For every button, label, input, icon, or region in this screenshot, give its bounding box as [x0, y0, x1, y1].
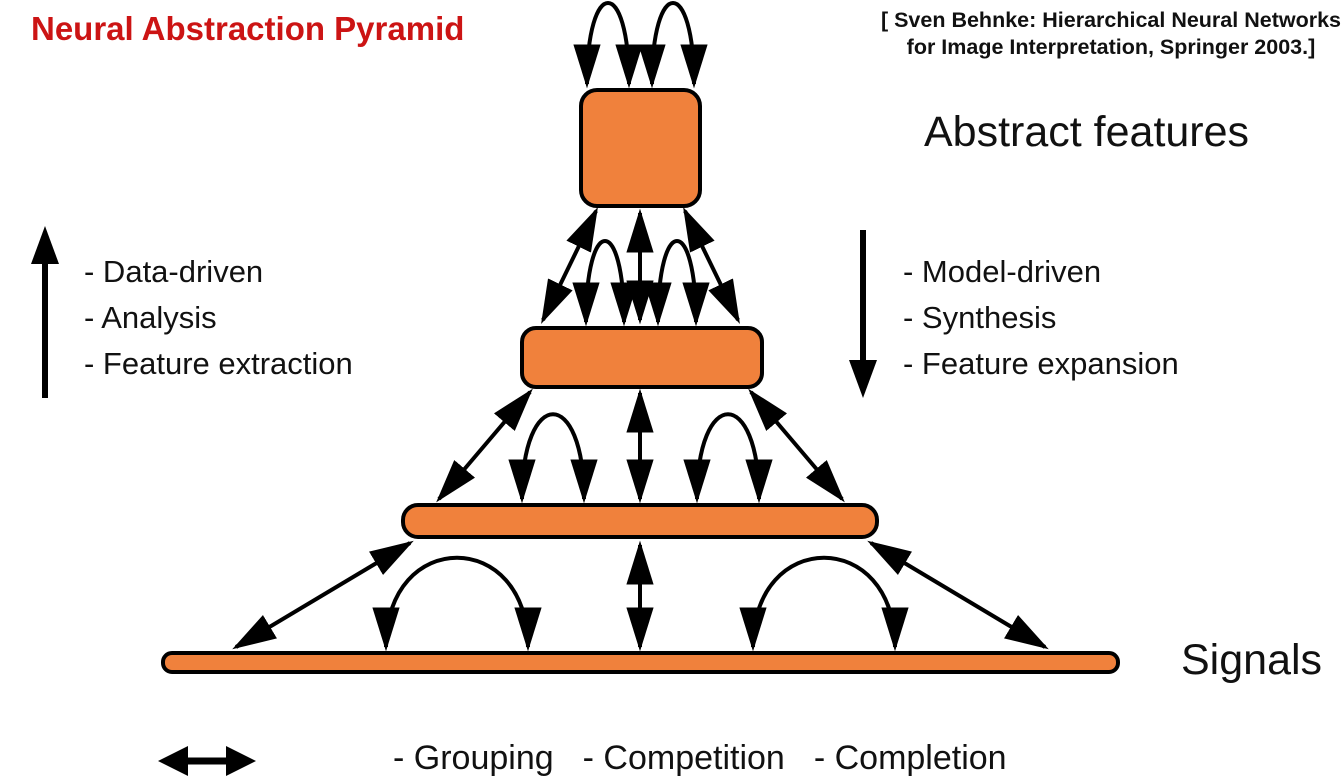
down-arrow-icon	[849, 230, 877, 398]
top-loop-right-icon	[638, 1, 708, 89]
signals-label: Signals	[1181, 636, 1323, 684]
level-4-box	[161, 651, 1120, 674]
lateral-arc-l4-left-icon	[372, 555, 542, 652]
list-item-data-driven: - Data-driven	[84, 254, 264, 289]
citation-line-1: [ Sven Behnke: Hierarchical Neural Netwo…	[880, 8, 1341, 32]
lateral-arc-l3-left-icon	[508, 412, 598, 504]
legend-item-grouping: - Grouping	[393, 739, 554, 777]
diagonal-arrow-l3-l4-right-icon	[867, 540, 1049, 650]
list-item-feature-extraction: - Feature extraction	[84, 346, 353, 381]
diagonal-arrow-l3-l4-left-icon	[232, 540, 414, 650]
horizontal-double-arrow-icon	[158, 746, 256, 776]
page-title: Neural Abstraction Pyramid	[31, 10, 465, 47]
citation: [ Sven Behnke: Hierarchical Neural Netwo…	[881, 7, 1341, 61]
legend-item-competition: - Competition	[582, 739, 785, 777]
lateral-arc-l2-left-icon	[572, 239, 638, 327]
diagonal-arrow-l2-l3-left-icon	[436, 388, 533, 503]
level-3-box	[401, 503, 879, 539]
diagonal-arrow-l1-l2-right-icon	[683, 207, 740, 324]
lateral-arc-l3-right-icon	[683, 412, 773, 504]
diagonal-arrow-l1-l2-left-icon	[541, 207, 598, 324]
diagonal-arrow-l2-l3-right-icon	[748, 388, 845, 503]
list-item-synthesis: - Synthesis	[903, 300, 1057, 335]
citation-line-2: for Image Interpretation, Springer 2003.…	[906, 35, 1316, 59]
model-driven-list: - Model-driven - Synthesis - Feature exp…	[903, 249, 1179, 387]
list-item-model-driven: - Model-driven	[903, 254, 1102, 289]
abstract-features-label: Abstract features	[924, 108, 1250, 156]
lateral-arc-l4-right-icon	[739, 555, 909, 652]
up-arrow-icon	[31, 226, 59, 398]
data-driven-list: - Data-driven - Analysis - Feature extra…	[84, 249, 353, 387]
legend-item-completion: - Completion	[813, 739, 1007, 777]
list-item-feature-expansion: - Feature expansion	[903, 346, 1179, 381]
list-item-analysis: - Analysis	[84, 300, 217, 335]
lateral-arc-l2-right-icon	[644, 239, 710, 327]
level-2-box	[520, 326, 764, 389]
bottom-legend: - Grouping - Competition - Completion	[393, 739, 1007, 778]
top-loop-left-icon	[573, 1, 643, 89]
level-1-box	[579, 88, 702, 208]
